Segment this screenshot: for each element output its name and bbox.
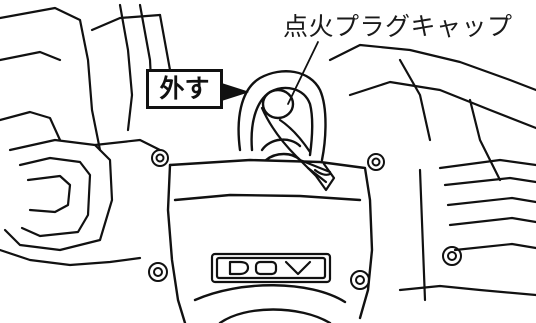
action-pointer [222, 83, 249, 101]
upper-right-housing [328, 43, 536, 182]
left-bracket [0, 138, 162, 267]
right-grille [398, 158, 536, 302]
remove-action-label: 外す [146, 69, 223, 109]
hand-glove [260, 106, 336, 192]
cylinder-cover [166, 158, 374, 323]
upper-left-housing [0, 3, 172, 152]
spark-plug-cap-label: 点火プラグキャップ [283, 12, 513, 41]
spark-plug-area [237, 70, 327, 162]
dov-nameplate [210, 252, 332, 284]
callout-leader-line [287, 41, 319, 105]
